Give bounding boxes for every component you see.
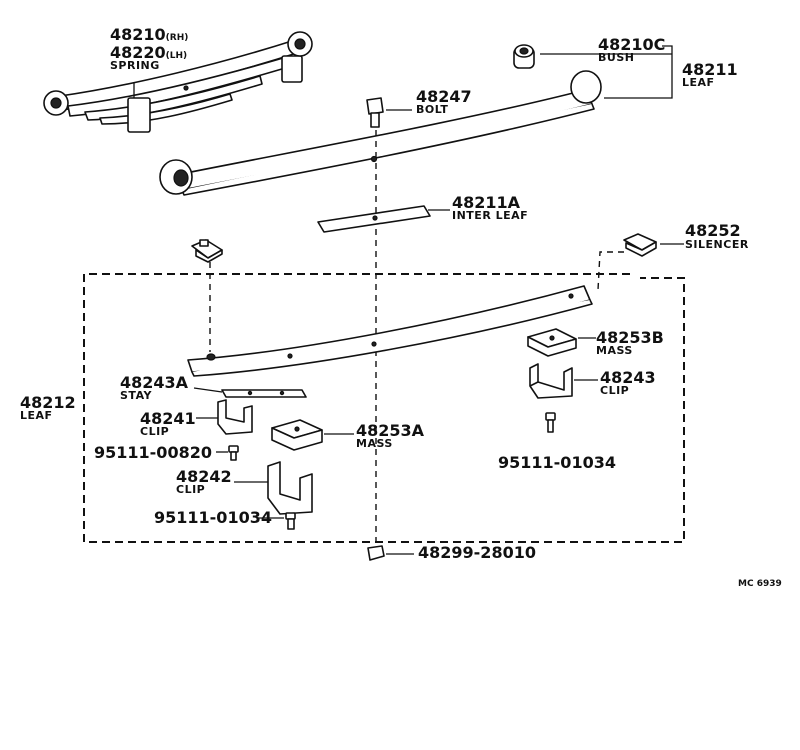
main-leaf-illustration xyxy=(159,70,602,196)
label-clip-48243-name: CLIP xyxy=(600,384,629,397)
label-48210: 48210(RH) xyxy=(110,25,188,44)
label-stay-name: STAY xyxy=(120,389,153,402)
leaf-48212-illustration xyxy=(187,285,593,377)
stay-illustration xyxy=(221,389,307,398)
label-48252: 48252 xyxy=(685,221,741,240)
label-95111-00820: 95111-00820 xyxy=(94,443,212,462)
label-48247: 48247 xyxy=(416,87,472,106)
label-clip-48242-name: CLIP xyxy=(176,483,205,496)
clip-48241-illustration xyxy=(217,399,253,435)
label-48253b: 48253B xyxy=(596,328,664,347)
label-bush-name: BUSH xyxy=(598,51,634,64)
label-48211: 48211 xyxy=(682,60,738,79)
label-inter-leaf-name: INTER LEAF xyxy=(452,209,528,222)
label-clip-48241-name: CLIP xyxy=(140,425,169,438)
label-bolt-name: BOLT xyxy=(416,103,448,116)
label-leaf-assy-name: LEAF xyxy=(20,409,53,422)
leader-line xyxy=(193,387,223,393)
label-leaf-main-name: LEAF xyxy=(682,76,715,89)
label-mass-b-name: MASS xyxy=(596,344,633,357)
mass-b-illustration xyxy=(527,328,577,357)
figure-code: MC 6939 xyxy=(738,579,782,589)
label-48242: 48242 xyxy=(176,467,232,486)
bolt-left-illustration xyxy=(285,512,296,530)
bush-illustration xyxy=(513,44,535,69)
label-48212: 48212 xyxy=(20,393,76,412)
clip-48242-illustration xyxy=(267,461,313,515)
clip-48243-illustration xyxy=(529,363,573,399)
label-95111-01034-left: 95111-01034 xyxy=(154,508,272,527)
bolt-small-illustration xyxy=(228,445,239,461)
label-48220: 48220(LH) xyxy=(110,43,187,62)
silencer-alignment-line xyxy=(597,251,624,291)
label-48211a: 48211A xyxy=(452,193,521,212)
label-48241: 48241 xyxy=(140,409,196,428)
inter-leaf-illustration xyxy=(317,205,431,233)
label-48243: 48243 xyxy=(600,368,656,387)
nut-illustration xyxy=(367,545,385,561)
mass-a-illustration xyxy=(271,419,323,451)
label-48253a: 48253A xyxy=(356,421,425,440)
leaf-assembly-box xyxy=(83,273,685,543)
label-48299-28010: 48299-28010 xyxy=(418,543,536,562)
silencer-right-illustration xyxy=(623,233,657,257)
bolt-illustration xyxy=(366,97,384,128)
silencer-left-illustration xyxy=(191,239,223,263)
leader-bracket xyxy=(604,45,673,99)
bolt-right-illustration xyxy=(545,412,556,433)
label-silencer-name: SILENCER xyxy=(685,238,749,251)
spring-assembly-illustration xyxy=(43,31,313,133)
label-mass-a-name: MASS xyxy=(356,437,393,450)
label-spring-name: SPRING xyxy=(110,59,160,72)
label-95111-01034-right: 95111-01034 xyxy=(498,453,616,472)
label-48243a: 48243A xyxy=(120,373,189,392)
label-48210c: 48210C xyxy=(598,35,665,54)
